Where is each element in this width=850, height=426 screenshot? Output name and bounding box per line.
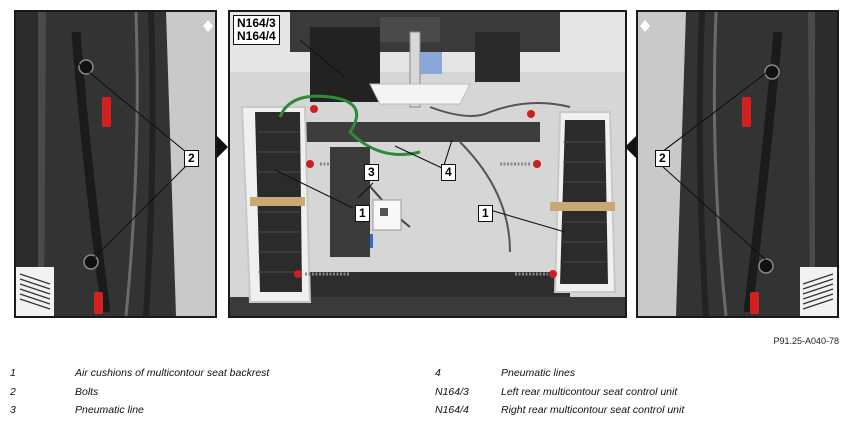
legend-description: Pneumatic line: [75, 404, 144, 416]
legend-description: Pneumatic lines: [501, 367, 576, 379]
callout-2-right: 2: [655, 150, 670, 167]
control-unit-module: [310, 27, 380, 102]
legend-description: Left rear multicontour seat control unit: [501, 386, 678, 398]
pointer-arrow-left: [217, 136, 228, 158]
pointer-arrow-right: [625, 136, 636, 158]
callout-4: 4: [441, 164, 456, 181]
legend-number: 1: [10, 367, 16, 379]
callout-3: 3: [364, 164, 379, 181]
legend-description: Right rear multicontour seat control uni…: [501, 404, 685, 416]
legend-number: 3: [10, 404, 16, 416]
callout-n164: N164/3 N164/4: [233, 15, 280, 45]
legend-number: N164/3: [435, 386, 469, 398]
legend-number: 2: [10, 386, 16, 398]
callout-2-left: 2: [184, 150, 199, 167]
red-bolts: [294, 105, 557, 278]
seat-backrest-illustration: [230, 12, 625, 316]
legend-number: 4: [435, 367, 441, 379]
pneumatic-line-green: [278, 94, 421, 156]
callout-1-right: 1: [478, 205, 493, 222]
legend-number: N164/4: [435, 404, 469, 416]
legend-description: Bolts: [75, 386, 99, 398]
callout-1-left: 1: [355, 205, 370, 222]
main-photo-center: [228, 10, 627, 318]
legend-description: Air cushions of multicontour seat backre…: [75, 367, 270, 379]
figure-reference-code: P91.25-A040-78: [773, 336, 839, 346]
